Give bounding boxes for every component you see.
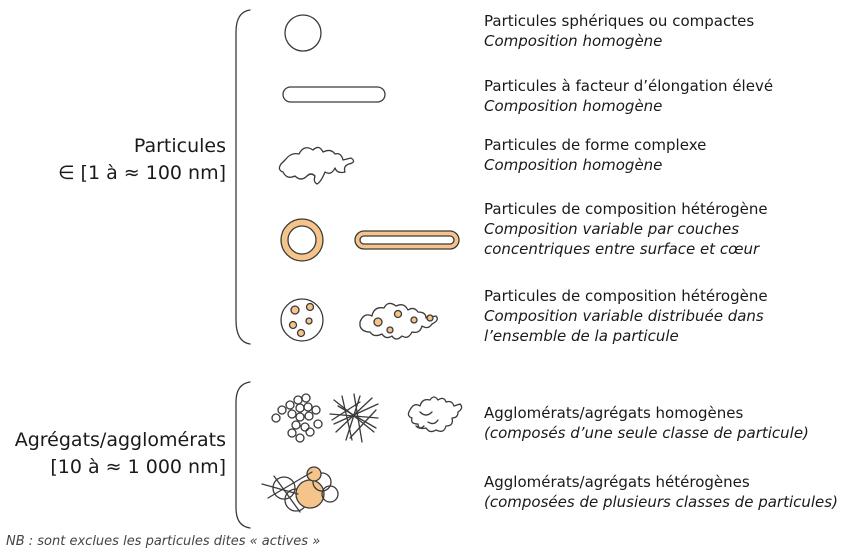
- bead-aggregate-icon: [271, 393, 323, 443]
- item-complex: Particules de forme complexe Composition…: [484, 135, 844, 175]
- item-title: Particules de forme complexe: [484, 136, 707, 154]
- group-label-aggregates: Agrégats/agglomérats [10 à ≈ 1 000 nm]: [0, 427, 226, 481]
- item-title: Particules sphériques ou compactes: [484, 12, 755, 30]
- item-subtitle: Composition homogène: [484, 32, 663, 50]
- item-title: Agglomérats/agrégats hétérogènes: [484, 473, 750, 491]
- aggregates-size-range: [10 à ≈ 1 000 nm]: [50, 456, 226, 478]
- complex-particle-icon: [278, 146, 355, 185]
- item-spherical: Particules sphériques ou compactes Compo…: [484, 11, 844, 51]
- item-subtitle: Composition homogène: [484, 156, 663, 174]
- fibre-aggregate-icon: [329, 393, 379, 443]
- item-layered: Particules de composition hétérogène Com…: [484, 199, 844, 259]
- item-title: Particules de composition hétérogène: [484, 287, 768, 305]
- item-aggregates-heterogeneous: Agglomérats/agrégats hétérogènes (compos…: [484, 472, 846, 512]
- particles-bracket: [235, 9, 251, 345]
- item-subtitle: l’ensemble de la particule: [484, 327, 679, 345]
- aggregates-bracket: [235, 381, 251, 529]
- sphere-particle-icon: [284, 14, 322, 52]
- aggregates-title: Agrégats/agglomérats: [14, 429, 226, 451]
- particles-title: Particules: [133, 135, 226, 157]
- item-distributed: Particules de composition hétérogène Com…: [484, 286, 844, 346]
- item-aggregates-homogeneous: Agglomérats/agrégats homogènes (composés…: [484, 403, 844, 443]
- item-title: Particules à facteur d’élongation élevé: [484, 77, 774, 95]
- mixed-aggregate-icon: [261, 466, 339, 513]
- particles-size-range: ∈ [1 à ≈ 100 nm]: [57, 162, 226, 184]
- footnote: NB : sont exclues les particules dites «…: [6, 534, 321, 549]
- item-subtitle: concentriques entre surface et cœur: [484, 240, 760, 258]
- inclusion-complex-icon: [359, 302, 438, 340]
- item-subtitle: Composition homogène: [484, 97, 663, 115]
- item-subtitle: Composition variable par couches: [484, 220, 740, 238]
- complex-aggregate-icon: [407, 396, 463, 433]
- item-elongated: Particules à facteur d’élongation élevé …: [484, 76, 844, 116]
- item-subtitle: (composés d’une seule classe de particul…: [484, 424, 809, 442]
- group-label-particles: Particules ∈ [1 à ≈ 100 nm]: [40, 133, 226, 187]
- rod-particle-icon: [282, 86, 386, 103]
- inclusion-sphere-icon: [280, 298, 324, 342]
- item-subtitle: Composition variable distribuée dans: [484, 307, 764, 325]
- item-title: Particules de composition hétérogène: [484, 200, 768, 218]
- item-title: Agglomérats/agrégats homogènes: [484, 404, 744, 422]
- item-subtitle: (composées de plusieurs classes de parti…: [484, 493, 838, 511]
